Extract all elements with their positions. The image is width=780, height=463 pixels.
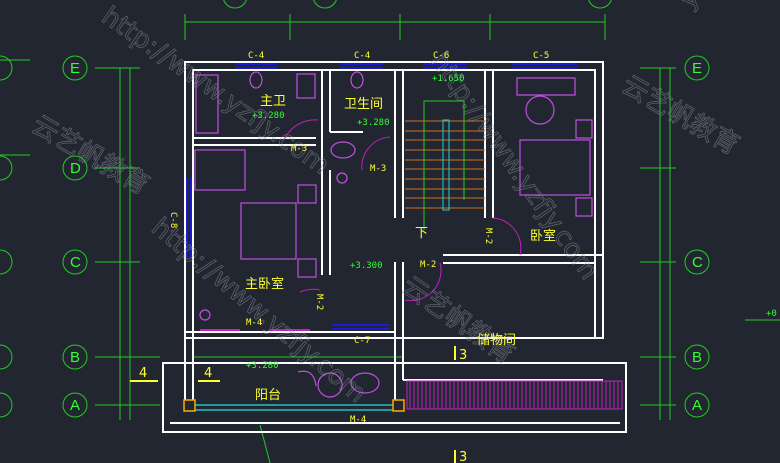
axis-label-e: E <box>70 60 80 77</box>
window-c8: C-8 <box>168 212 178 228</box>
axis-label-b: B <box>70 349 80 366</box>
storage-hatch <box>406 380 623 410</box>
section-mark-3-bottom: 3 <box>459 450 467 463</box>
axis-label-b-right: B <box>692 349 702 366</box>
axis-label-c-right: C <box>692 254 703 271</box>
room-bedroom: 卧室 <box>530 228 556 244</box>
door-m4-2: M-4 <box>350 415 366 425</box>
door-m3-1: M-3 <box>291 144 307 154</box>
door-m2-storage: M-2 <box>420 260 436 270</box>
elev-master-bath: +3.280 <box>252 111 285 121</box>
room-master-bedroom: 主卧室 <box>245 276 284 292</box>
door-m2-bedroom: M-2 <box>483 228 493 244</box>
staircase <box>405 100 485 230</box>
windows <box>183 63 577 412</box>
axis-label-c: C <box>70 254 81 271</box>
labels: 主卫 卫生间 主卧室 卧室 储物间 阳台 下 C-4 C-4 C-6 C-5 C… <box>130 51 777 463</box>
elev-hall: +3.300 <box>350 261 383 271</box>
section-mark-4-mid: 4 <box>204 366 212 381</box>
door-m3-2: M-3 <box>370 164 386 174</box>
axis-label-a: A <box>70 397 80 414</box>
elev-stair: +1.650 <box>432 74 465 84</box>
axis-label-e-right: E <box>692 60 702 77</box>
window-c5: C-5 <box>533 51 549 61</box>
watermark-url-2: http://www.yzfjy.com <box>146 212 372 409</box>
elev-right-edge: +0 <box>766 309 777 319</box>
elev-balcony: +3.280 <box>246 361 279 371</box>
room-master-bath: 主卫 <box>260 94 286 109</box>
room-balcony: 阳台 <box>255 388 281 403</box>
stair-down-label: 下 <box>415 226 428 241</box>
axis-bubbles: E D C B A E C B A <box>0 0 710 418</box>
watermark-brand-3: 云艺帆教育 <box>396 271 520 370</box>
section-mark-4-left: 4 <box>139 366 147 381</box>
window-c7: C-7 <box>354 336 370 346</box>
watermark-brand-2: 云艺帆教育 <box>617 70 745 161</box>
furniture <box>194 71 593 398</box>
section-mark-3-mid: 3 <box>459 348 467 363</box>
window-c4-1: C-4 <box>248 51 264 61</box>
door-m2-master: M-2 <box>314 294 324 310</box>
watermark-brand-1: 云艺帆教育 <box>27 110 155 201</box>
axis-label-a-right: A <box>692 397 702 414</box>
room-storage: 储物间 <box>477 333 516 348</box>
door-m4-1: M-4 <box>246 318 262 328</box>
room-bathroom: 卫生间 <box>344 97 383 112</box>
axis-label-d: D <box>70 160 81 177</box>
window-c6: C-6 <box>433 51 449 61</box>
watermark-short: yzfjy.com <box>674 0 780 15</box>
walls <box>162 61 627 433</box>
dimension-lines <box>0 14 780 463</box>
window-c4-2: C-4 <box>354 51 370 61</box>
elev-bathroom: +3.280 <box>357 118 390 128</box>
